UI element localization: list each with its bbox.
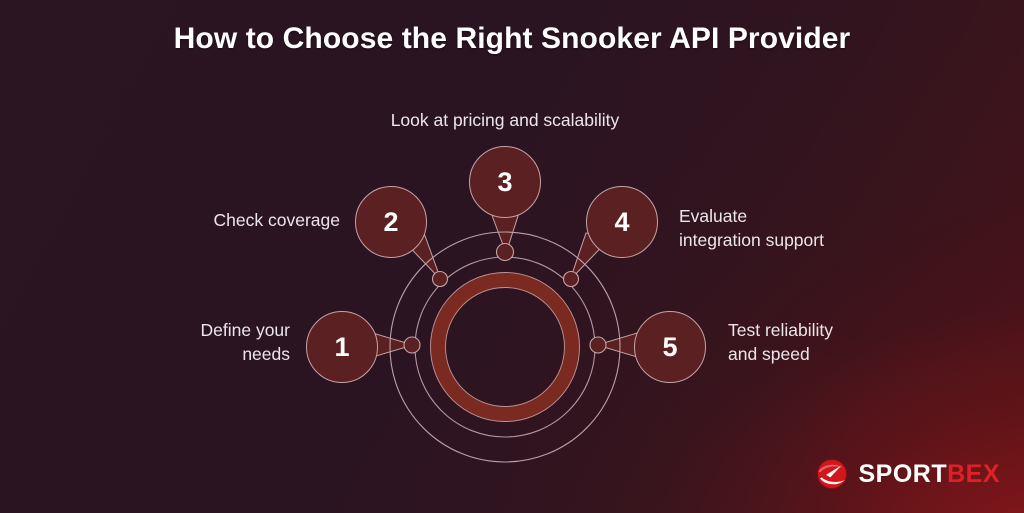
step-label-5: Test reliability and speed: [728, 320, 834, 364]
logo-wordmark: SPORTBEX: [858, 459, 1000, 488]
step-number-1: 1: [334, 331, 350, 362]
step-label-3: Look at pricing and scalability: [390, 110, 620, 130]
dot-step-4: [562, 270, 580, 288]
step-bubble-2[interactable]: 2: [355, 186, 427, 258]
step-bubble-4[interactable]: 4: [586, 186, 658, 258]
step-bubble-1[interactable]: 1: [306, 311, 378, 383]
step-label-1: Define your needs: [200, 320, 291, 364]
dot-step-5: [589, 336, 607, 354]
core-donut-outer-edge: [430, 272, 580, 422]
step-number-3: 3: [497, 166, 513, 197]
dot-step-1: [403, 336, 421, 354]
brand-logo[interactable]: SPORTBEX: [815, 457, 1000, 491]
dot-step-3: [495, 242, 515, 262]
logo-text-accent: BEX: [947, 459, 1000, 488]
step-number-5: 5: [662, 331, 678, 362]
step-label-4: Evaluate integration support: [679, 206, 824, 250]
inner-ring: [445, 287, 565, 407]
core-donut: [430, 272, 580, 422]
step-bubble-3[interactable]: 3: [469, 146, 541, 218]
step-bubble-5[interactable]: 5: [634, 311, 706, 383]
step-label-2: Check coverage: [213, 210, 340, 230]
page-title: How to Choose the Right Snooker API Prov…: [173, 22, 851, 55]
dot-step-2: [431, 270, 449, 288]
step-number-2: 2: [383, 206, 399, 237]
node-dots: [403, 242, 607, 354]
step-number-4: 4: [614, 206, 630, 237]
swirl-circle-icon: [817, 459, 848, 489]
logo-text-primary: SPORT: [858, 459, 948, 488]
outer-ring: [389, 231, 621, 463]
